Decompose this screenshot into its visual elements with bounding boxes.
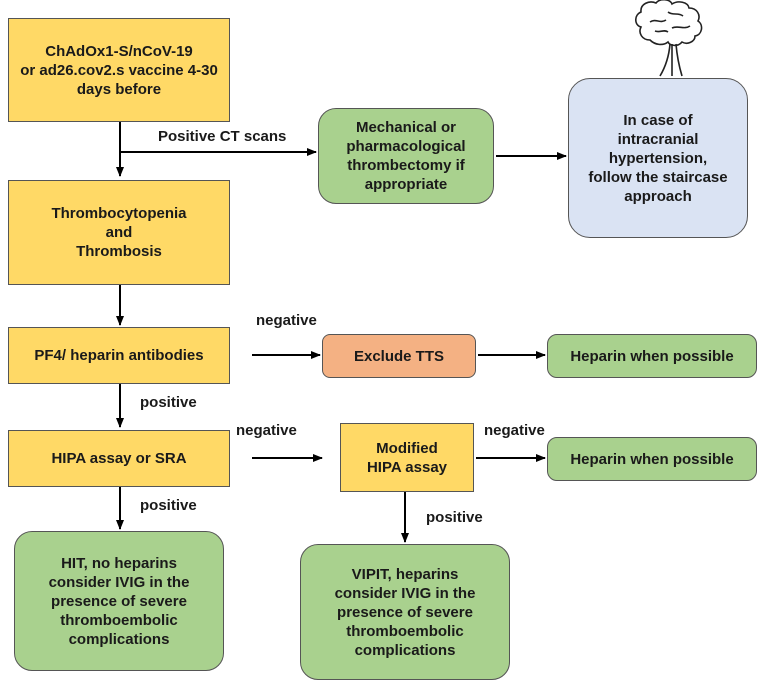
thrombocytopenia-box: Thrombocytopenia and Thrombosis xyxy=(8,180,230,285)
positive-hipa-label: positive xyxy=(140,497,197,514)
modified-hipa-box: Modified HIPA assay xyxy=(340,423,474,492)
hit-text: HIT, no heparins consider IVIG in the pr… xyxy=(48,554,190,648)
positive-pf4-label: positive xyxy=(140,394,197,411)
exclude-tts-text: Exclude TTS xyxy=(353,347,445,365)
vipit-text: VIPIT, heparins consider IVIG in the pre… xyxy=(334,565,476,659)
intracranial-text: In case of intracranial hypertension, fo… xyxy=(588,111,728,205)
hipa-text: HIPA assay or SRA xyxy=(51,450,187,467)
heparin-text-2: Heparin when possible xyxy=(570,450,734,468)
exclude-tts-box: Exclude TTS xyxy=(322,334,476,378)
heparin-box-1: Heparin when possible xyxy=(547,334,757,378)
pf4-box: PF4/ heparin antibodies xyxy=(8,327,230,384)
brain-icon xyxy=(634,0,703,77)
positive-ct-label: Positive CT scans xyxy=(158,128,287,145)
vaccine-box: ChAdOx1-S/nCoV-19 or ad26.cov2.s vaccine… xyxy=(8,18,230,122)
heparin-box-2: Heparin when possible xyxy=(547,437,757,481)
thrombectomy-text: Mechanical or pharmacological thrombecto… xyxy=(346,119,466,193)
negative-pf4-label: negative xyxy=(256,312,317,329)
thrombectomy-box: Mechanical or pharmacological thrombecto… xyxy=(318,108,494,204)
negative-hipa-label: negative xyxy=(236,422,297,439)
modified-hipa-text: Modified HIPA assay xyxy=(366,439,448,476)
pf4-text: PF4/ heparin antibodies xyxy=(34,347,204,364)
vaccine-text: ChAdOx1-S/nCoV-19 or ad26.cov2.s vaccine… xyxy=(20,42,218,98)
positive-modified-label: positive xyxy=(426,509,483,526)
negative-modified-label: negative xyxy=(484,422,545,439)
hipa-box: HIPA assay or SRA xyxy=(8,430,230,487)
hit-box: HIT, no heparins consider IVIG in the pr… xyxy=(14,531,224,671)
intracranial-box: In case of intracranial hypertension, fo… xyxy=(568,78,748,238)
heparin-text-1: Heparin when possible xyxy=(570,347,734,365)
thrombocytopenia-text: Thrombocytopenia and Thrombosis xyxy=(51,205,187,260)
vipit-box: VIPIT, heparins consider IVIG in the pre… xyxy=(300,544,510,680)
